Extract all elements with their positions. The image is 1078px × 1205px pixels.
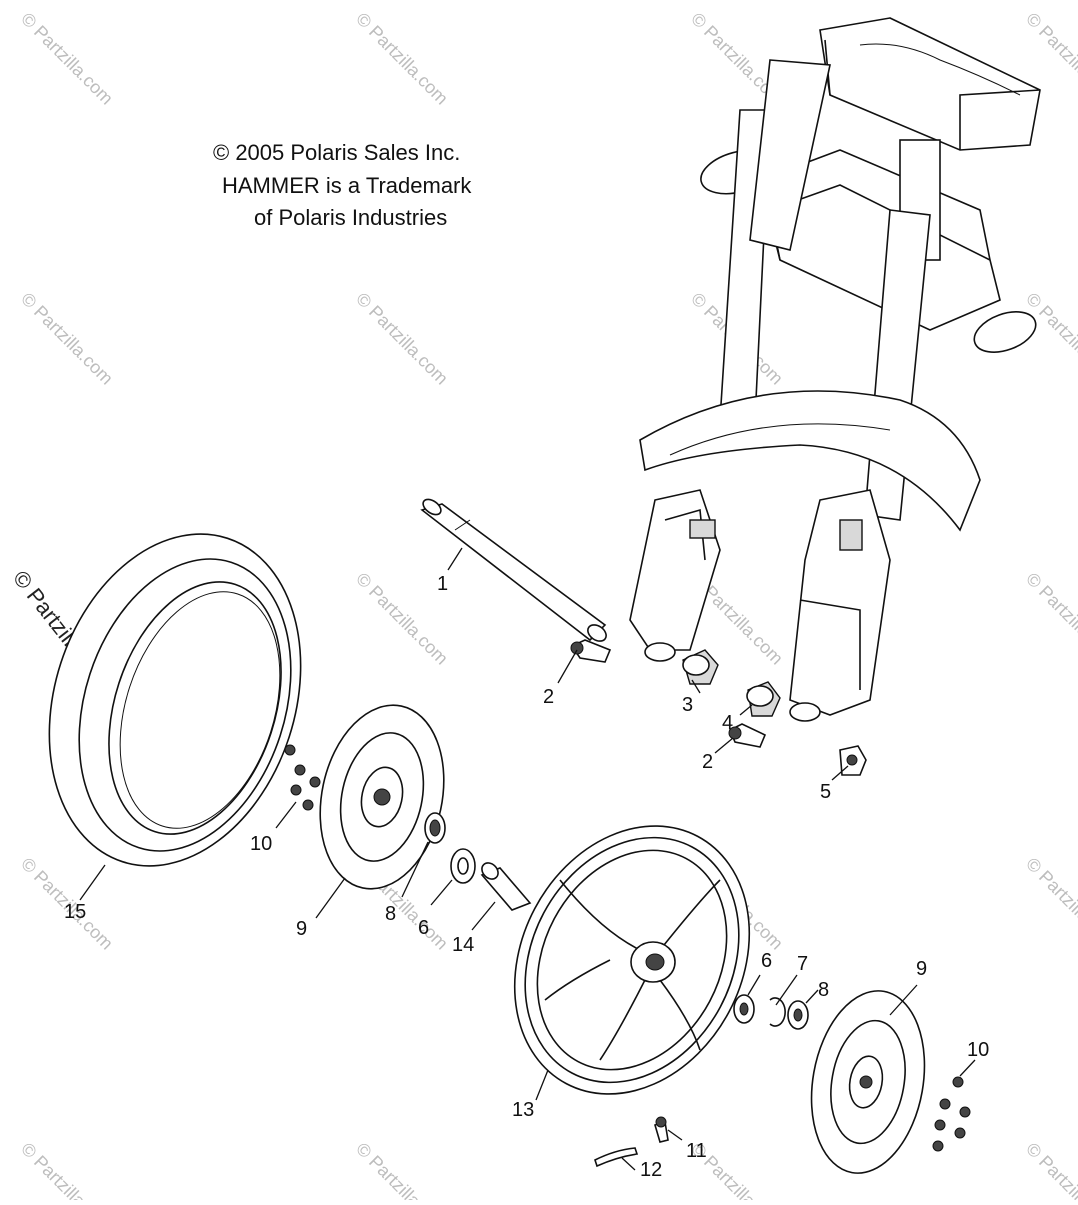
leader-lines: [79, 547, 976, 1171]
callout-8-right: 8: [818, 979, 829, 1001]
callout-6-left: 6: [418, 917, 429, 939]
front-fork-assembly: [629, 17, 1041, 722]
callout-13: 13: [512, 1099, 534, 1121]
callout-15: 15: [64, 901, 86, 923]
watermark: © Partzilla.com: [1022, 289, 1078, 389]
copyright-line-3: of Polaris Industries: [254, 205, 447, 230]
part-balance-weight: [594, 1147, 639, 1168]
callout-14: 14: [452, 934, 474, 956]
part-spacers: [682, 649, 781, 717]
part-valve-stem: [654, 1116, 669, 1143]
callout-3: 3: [682, 694, 693, 716]
part-tire: [48, 533, 302, 867]
watermark: © Partzilla.com: [17, 289, 117, 389]
watermark: © Partzilla.com: [352, 1139, 452, 1200]
watermark: © Partzilla.com: [17, 9, 117, 109]
copyright-block: © 2005 Polaris Sales Inc. HAMMER is a Tr…: [213, 140, 472, 230]
callout-9-left: 9: [296, 918, 307, 940]
callout-8-left: 8: [385, 903, 396, 925]
part-brake-rotor-left: [319, 704, 445, 890]
part-nut: [839, 745, 867, 776]
watermark: © Partzilla.com: [352, 9, 452, 109]
part-rotor-bolts-right: [932, 1076, 971, 1152]
watermark: © Partzilla.com: [1022, 569, 1078, 669]
watermark: © Partzilla.com: [1022, 854, 1078, 954]
copyright-line-1: © 2005 Polaris Sales Inc.: [213, 140, 460, 165]
part-axle: [420, 498, 607, 642]
watermark: © Partzilla.com: [17, 1139, 117, 1200]
callout-1: 1: [437, 573, 448, 595]
callout-4: 4: [722, 712, 733, 734]
callout-7: 7: [797, 953, 808, 975]
watermark: © Partzilla.com: [1022, 1139, 1078, 1200]
callout-5: 5: [820, 781, 831, 803]
copyright-line-2: HAMMER is a Trademark: [222, 173, 472, 198]
part-brake-rotor-right: [810, 990, 926, 1174]
callout-labels: 1 2 3 4 2 5 10 15 9 8 6 14 6 7 8 9 10 13…: [64, 573, 989, 1181]
part-bolts: [570, 639, 767, 748]
callout-10-right: 10: [967, 1039, 989, 1061]
callout-2-second: 2: [702, 751, 713, 773]
callout-11: 11: [686, 1140, 707, 1162]
part-left-hub-stack: [424, 812, 532, 911]
callout-9-right: 9: [916, 958, 927, 980]
watermark: © Partzilla.com: [352, 289, 452, 389]
callout-10-left: 10: [250, 833, 272, 855]
callout-6-right: 6: [761, 950, 772, 972]
part-rotor-bolts-left: [284, 744, 321, 811]
part-wheel: [513, 825, 751, 1095]
part-right-hub-stack: [733, 994, 809, 1030]
callout-12: 12: [640, 1159, 662, 1181]
callout-2: 2: [543, 686, 554, 708]
